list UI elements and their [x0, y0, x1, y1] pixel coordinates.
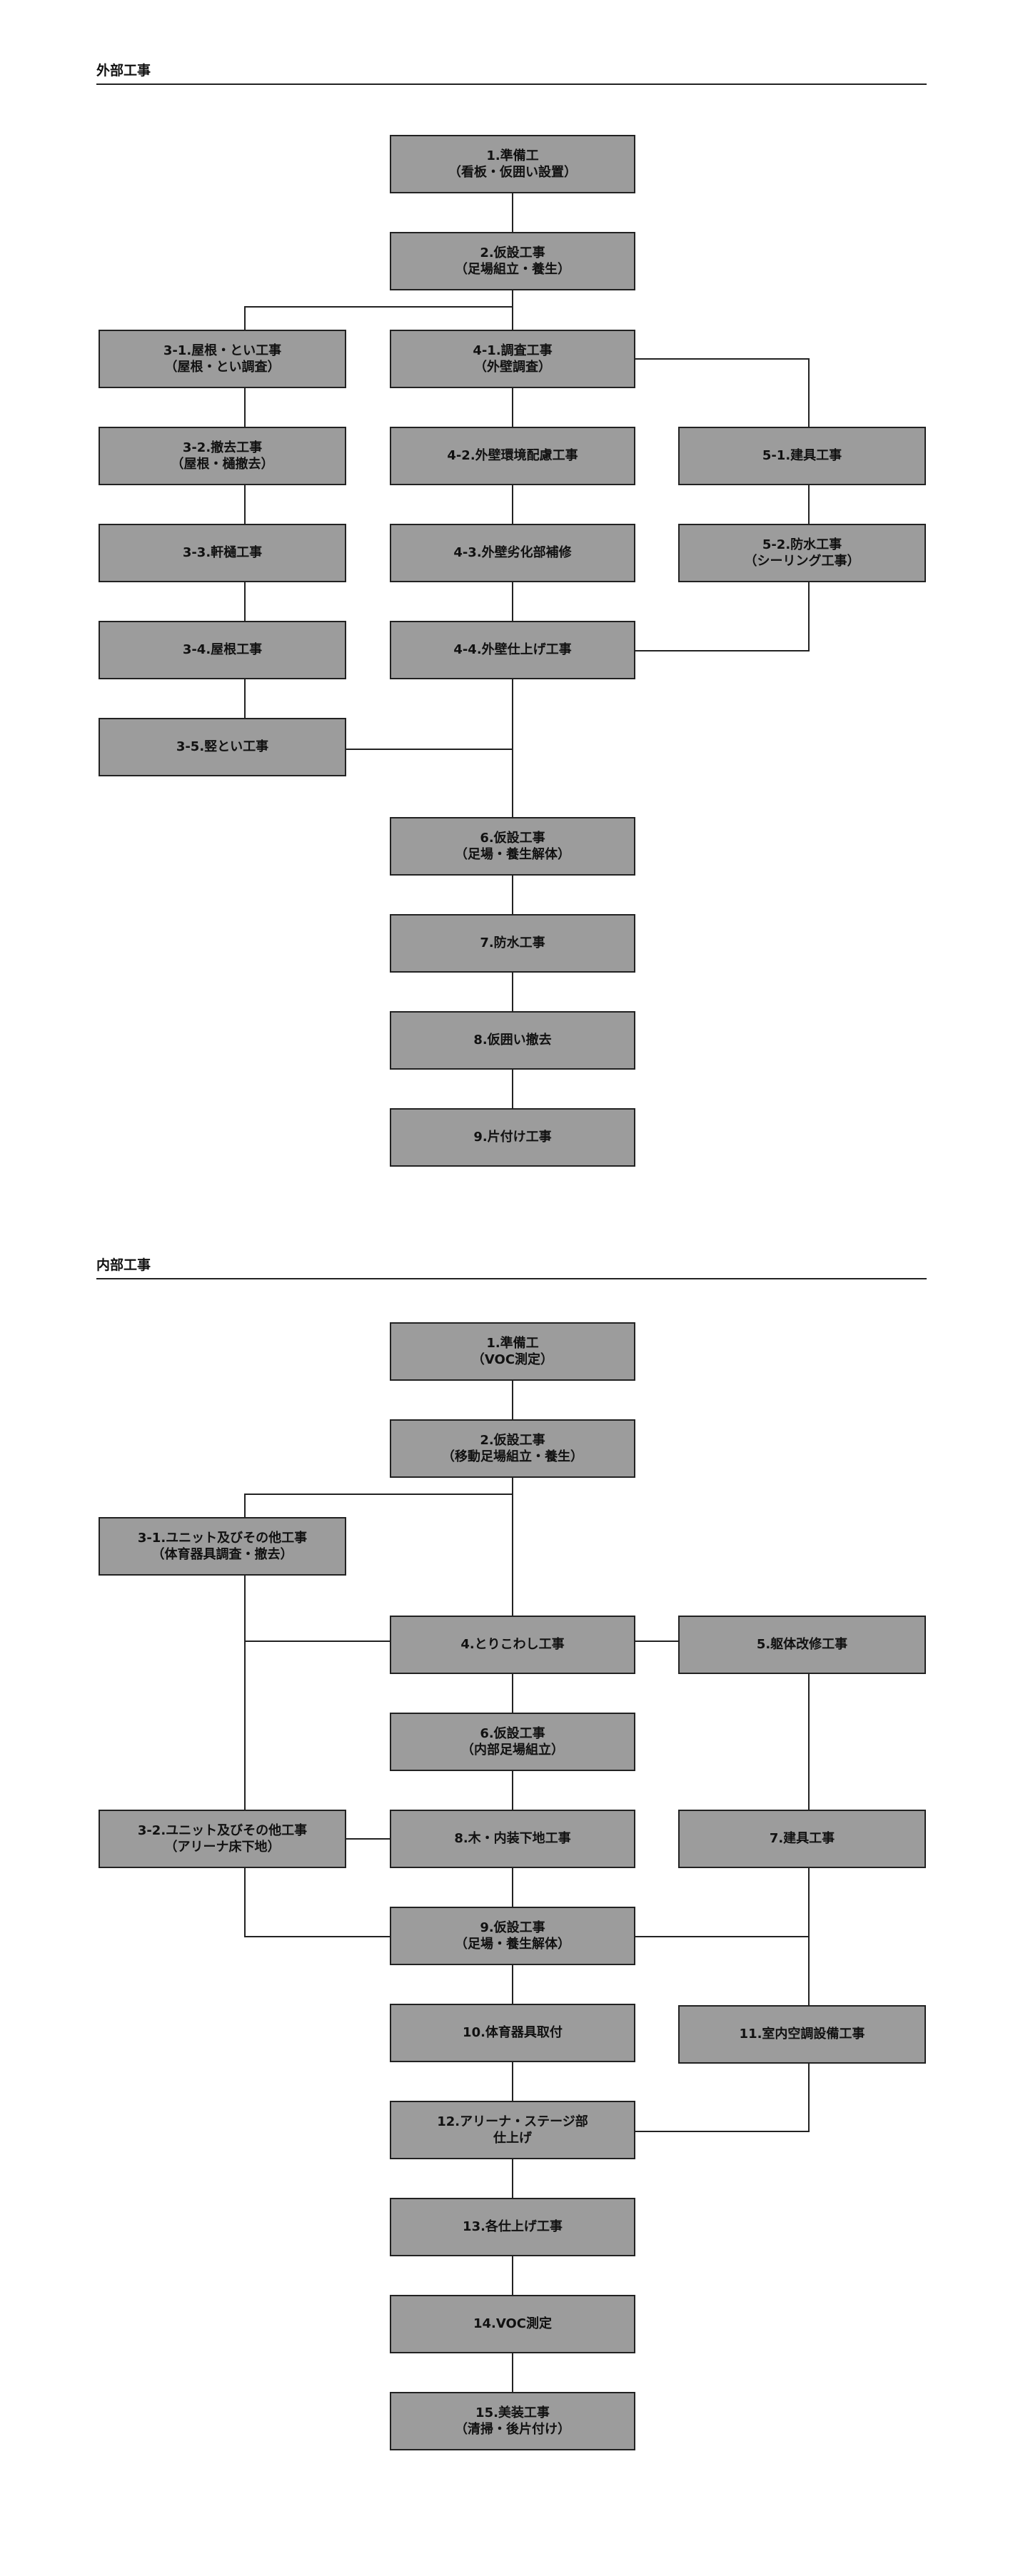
node-e43: 4-3.外壁劣化部補修	[390, 524, 635, 582]
node-label: 3-2.撤去工事	[182, 440, 263, 455]
exterior-section-rule	[96, 83, 927, 85]
node-sublabel: （移動足場組立・養生）	[442, 1449, 583, 1464]
node-sublabel: （足場組立・養生）	[455, 262, 570, 277]
node-i6: 6.仮設工事 （内部足場組立）	[390, 1713, 635, 1771]
node-label: 4-2.外壁環境配慮工事	[447, 448, 578, 464]
node-sublabel: （屋根・樋撤去）	[171, 457, 274, 472]
node-label: 8.仮囲い撤去	[473, 1033, 552, 1048]
node-e32: 3-2.撤去工事 （屋根・樋撤去）	[99, 427, 346, 485]
node-label: 9.仮設工事	[480, 1920, 545, 1935]
node-e42: 4-2.外壁環境配慮工事	[390, 427, 635, 485]
node-label: 3-2.ユニット及びその他工事	[137, 1822, 308, 1838]
node-label: 5-2.防水工事	[762, 537, 842, 552]
node-label: 12.アリーナ・ステージ部	[437, 2114, 588, 2129]
node-label: 3-3.軒樋工事	[182, 545, 263, 561]
node-label: 2.仮設工事	[480, 245, 545, 260]
node-label: 4-3.外壁劣化部補修	[453, 545, 572, 561]
node-i5: 5.躯体改修工事	[678, 1616, 926, 1674]
node-e41: 4-1.調査工事 （外壁調査）	[390, 330, 635, 388]
interior-section-title: 内部工事	[96, 1257, 151, 1273]
node-sublabel: （足場・養生解体）	[455, 1937, 570, 1952]
node-label: 3-1.ユニット及びその他工事	[137, 1530, 308, 1546]
node-label: 2.仮設工事	[480, 1432, 545, 1448]
node-label: 4-1.調査工事	[473, 343, 553, 358]
node-label: 3-4.屋根工事	[182, 642, 263, 658]
node-sublabel: （内部足場組立）	[461, 1743, 564, 1758]
connector-line	[244, 1494, 513, 1517]
node-i15: 15.美装工事 （清掃・後片付け）	[390, 2392, 635, 2450]
node-e9: 9.片付け工事	[390, 1108, 635, 1167]
node-sublabel: （屋根・とい調査）	[164, 360, 281, 375]
node-i31: 3-1.ユニット及びその他工事 （体育器具調査・撤去）	[99, 1517, 346, 1576]
node-i4: 4.とりこわし工事	[390, 1616, 635, 1674]
node-e35: 3-5.竪とい工事	[99, 718, 346, 776]
node-e33: 3-3.軒樋工事	[99, 524, 346, 582]
node-label: 7.建具工事	[769, 1831, 835, 1847]
node-i1: 1.準備工 （VOC測定）	[390, 1322, 635, 1381]
connector-line	[244, 1855, 390, 1937]
node-e7: 7.防水工事	[390, 914, 635, 973]
node-i12: 12.アリーナ・ステージ部 仕上げ	[390, 2101, 635, 2159]
node-i13: 13.各仕上げ工事	[390, 2198, 635, 2256]
node-i11: 11.室内空調設備工事	[678, 2005, 926, 2064]
node-sublabel: （アリーナ床下地）	[164, 1840, 281, 1855]
node-i32: 3-2.ユニット及びその他工事 （アリーナ床下地）	[99, 1810, 346, 1868]
node-label: 14.VOC測定	[473, 2316, 552, 2332]
interior-section-rule	[96, 1278, 927, 1279]
node-label: 13.各仕上げ工事	[463, 2219, 563, 2235]
node-sublabel: （外壁調査）	[474, 360, 551, 375]
node-sublabel: （看板・仮囲い設置）	[448, 165, 577, 180]
node-e52: 5-2.防水工事 （シーリング工事）	[678, 524, 926, 582]
node-e1: 1.準備工 （看板・仮囲い設置）	[390, 135, 635, 193]
node-e34: 3-4.屋根工事	[99, 621, 346, 679]
node-sublabel: （足場・養生解体）	[455, 847, 570, 862]
connector-line	[244, 306, 513, 330]
node-e2: 2.仮設工事 （足場組立・養生）	[390, 232, 635, 290]
node-label: 8.木・内装下地工事	[454, 1831, 571, 1847]
node-label: 11.室内空調設備工事	[739, 2027, 865, 2042]
node-i10: 10.体育器具取付	[390, 2004, 635, 2062]
node-sublabel: （体育器具調査・撤去）	[151, 1547, 293, 1562]
connector-line	[635, 2064, 810, 2132]
node-i14: 14.VOC測定	[390, 2295, 635, 2353]
connector-line	[635, 358, 810, 427]
node-sublabel: （VOC測定）	[471, 1352, 554, 1367]
node-label: 1.準備工	[486, 148, 539, 163]
node-i8: 8.木・内装下地工事	[390, 1810, 635, 1868]
node-i2: 2.仮設工事 （移動足場組立・養生）	[390, 1419, 635, 1478]
node-e31: 3-1.屋根・とい工事 （屋根・とい調査）	[99, 330, 346, 388]
node-label: 4.とりこわし工事	[460, 1637, 565, 1653]
node-label: 6.仮設工事	[480, 1725, 545, 1741]
node-label: 9.片付け工事	[473, 1130, 552, 1145]
node-sublabel: 仕上げ	[493, 2131, 532, 2146]
node-label: 6.仮設工事	[480, 830, 545, 846]
node-label: 5-1.建具工事	[762, 448, 842, 464]
node-sublabel: （シーリング工事）	[744, 554, 860, 569]
node-e6: 6.仮設工事 （足場・養生解体）	[390, 817, 635, 876]
node-label: 5.躯体改修工事	[756, 1637, 848, 1653]
node-label: 4-4.外壁仕上げ工事	[453, 642, 572, 658]
node-label: 3-1.屋根・とい工事	[163, 343, 282, 358]
node-sublabel: （清掃・後片付け）	[455, 2422, 570, 2437]
node-label: 15.美装工事	[475, 2405, 550, 2420]
node-e8: 8.仮囲い撤去	[390, 1011, 635, 1070]
node-i7: 7.建具工事	[678, 1810, 926, 1868]
node-label: 3-5.竪とい工事	[176, 739, 269, 755]
node-label: 7.防水工事	[480, 935, 545, 951]
node-label: 1.準備工	[486, 1335, 539, 1351]
node-label: 10.体育器具取付	[463, 2025, 563, 2041]
exterior-section-title: 外部工事	[96, 63, 151, 78]
node-e51: 5-1.建具工事	[678, 427, 926, 485]
node-e44: 4-4.外壁仕上げ工事	[390, 621, 635, 679]
connector-line	[635, 582, 810, 651]
node-i9: 9.仮設工事 （足場・養生解体）	[390, 1907, 635, 1965]
